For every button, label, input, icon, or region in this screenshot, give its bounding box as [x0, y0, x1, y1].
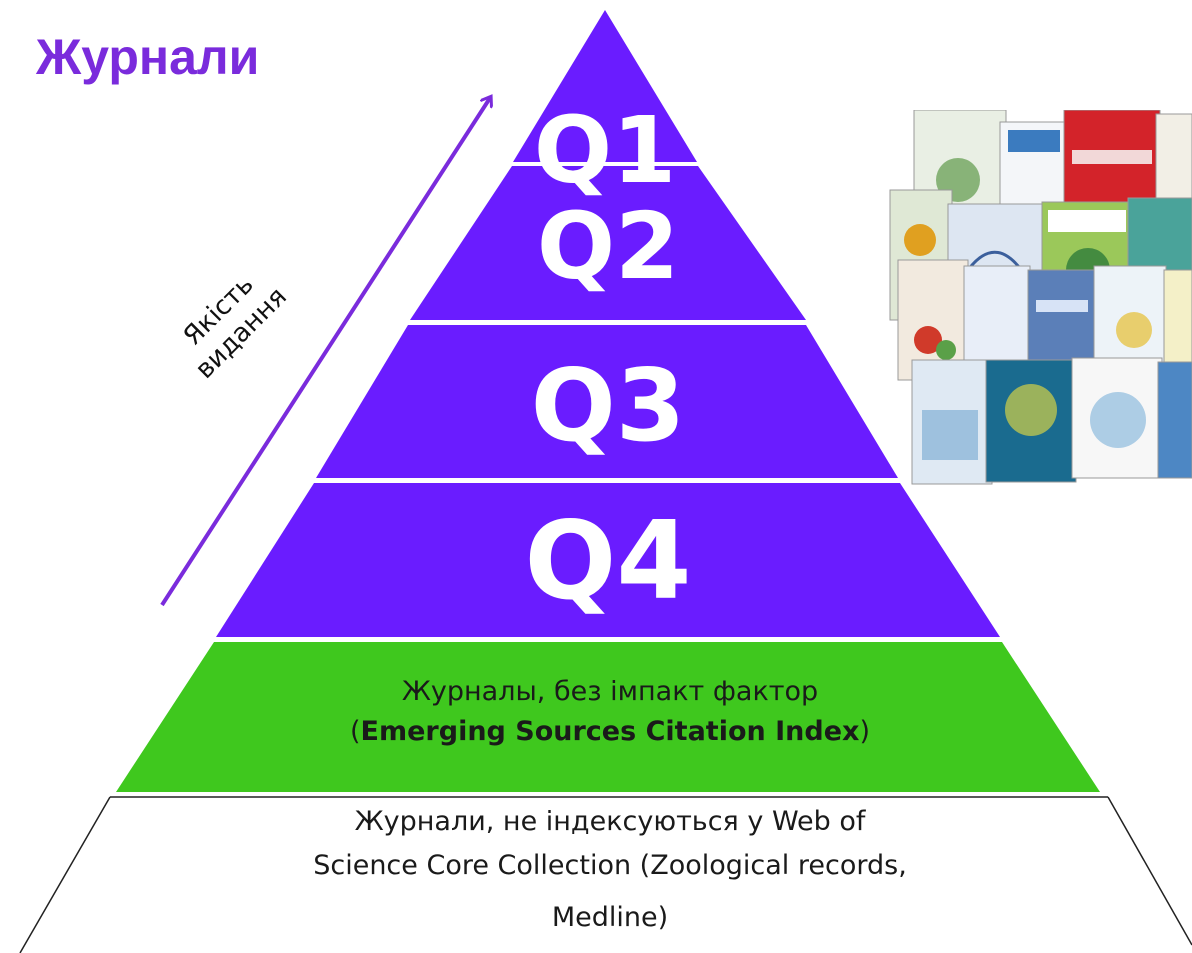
journal-cover [1163, 269, 1192, 371]
tier-esci [116, 642, 1100, 792]
esci-text: Журналы, без імпакт фактор (Emerging Sou… [349, 676, 870, 747]
q2-label: Q2 [537, 193, 679, 300]
journal-cover [985, 359, 1077, 483]
base-right-line [1107, 796, 1192, 946]
tier-q2 [410, 166, 806, 320]
quality-arrow [160, 98, 490, 607]
journal-cover [1157, 361, 1192, 479]
journal-cover [1027, 269, 1099, 371]
journal-cover [1071, 357, 1163, 479]
tier-q3 [316, 325, 898, 478]
journal-cover [911, 359, 993, 485]
base-left-line [19, 796, 111, 953]
q3-label: Q3 [531, 347, 686, 464]
page-title: Журнали [36, 29, 260, 85]
journal-covers-collage [889, 110, 1192, 485]
tier-q1 [513, 10, 697, 162]
journal-cover [963, 265, 1031, 375]
q4-label: Q4 [525, 499, 692, 624]
non-indexed-text: Журнали, не індексуються у Web of Scienc… [313, 806, 907, 933]
q1-label: Q1 [534, 97, 676, 204]
tier-q4 [216, 483, 1000, 637]
